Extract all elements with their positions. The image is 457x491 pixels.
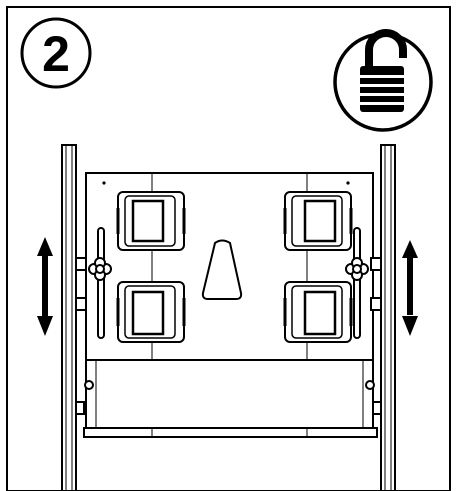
right-knob-icon — [345, 257, 369, 281]
step-badge: 2 — [20, 17, 92, 89]
clamp-pad-bottom-right — [283, 281, 353, 343]
clamp-pad-top-right — [283, 191, 353, 251]
double-arrow-vertical-icon — [37, 237, 53, 336]
step-number: 2 — [42, 26, 70, 82]
right-post — [380, 144, 396, 491]
left-adjust-slot — [75, 227, 105, 339]
left-post — [61, 144, 77, 491]
lower-frame — [75, 359, 382, 438]
center-cutout — [201, 239, 243, 300]
right-adjust-slot — [353, 227, 382, 339]
double-arrow-vertical-icon — [402, 240, 418, 336]
left-knob-icon — [88, 257, 112, 281]
clamp-pad-bottom-left — [116, 281, 186, 343]
clamp-pad-top-left — [116, 191, 186, 251]
unlocked-padlock-icon — [333, 29, 433, 132]
